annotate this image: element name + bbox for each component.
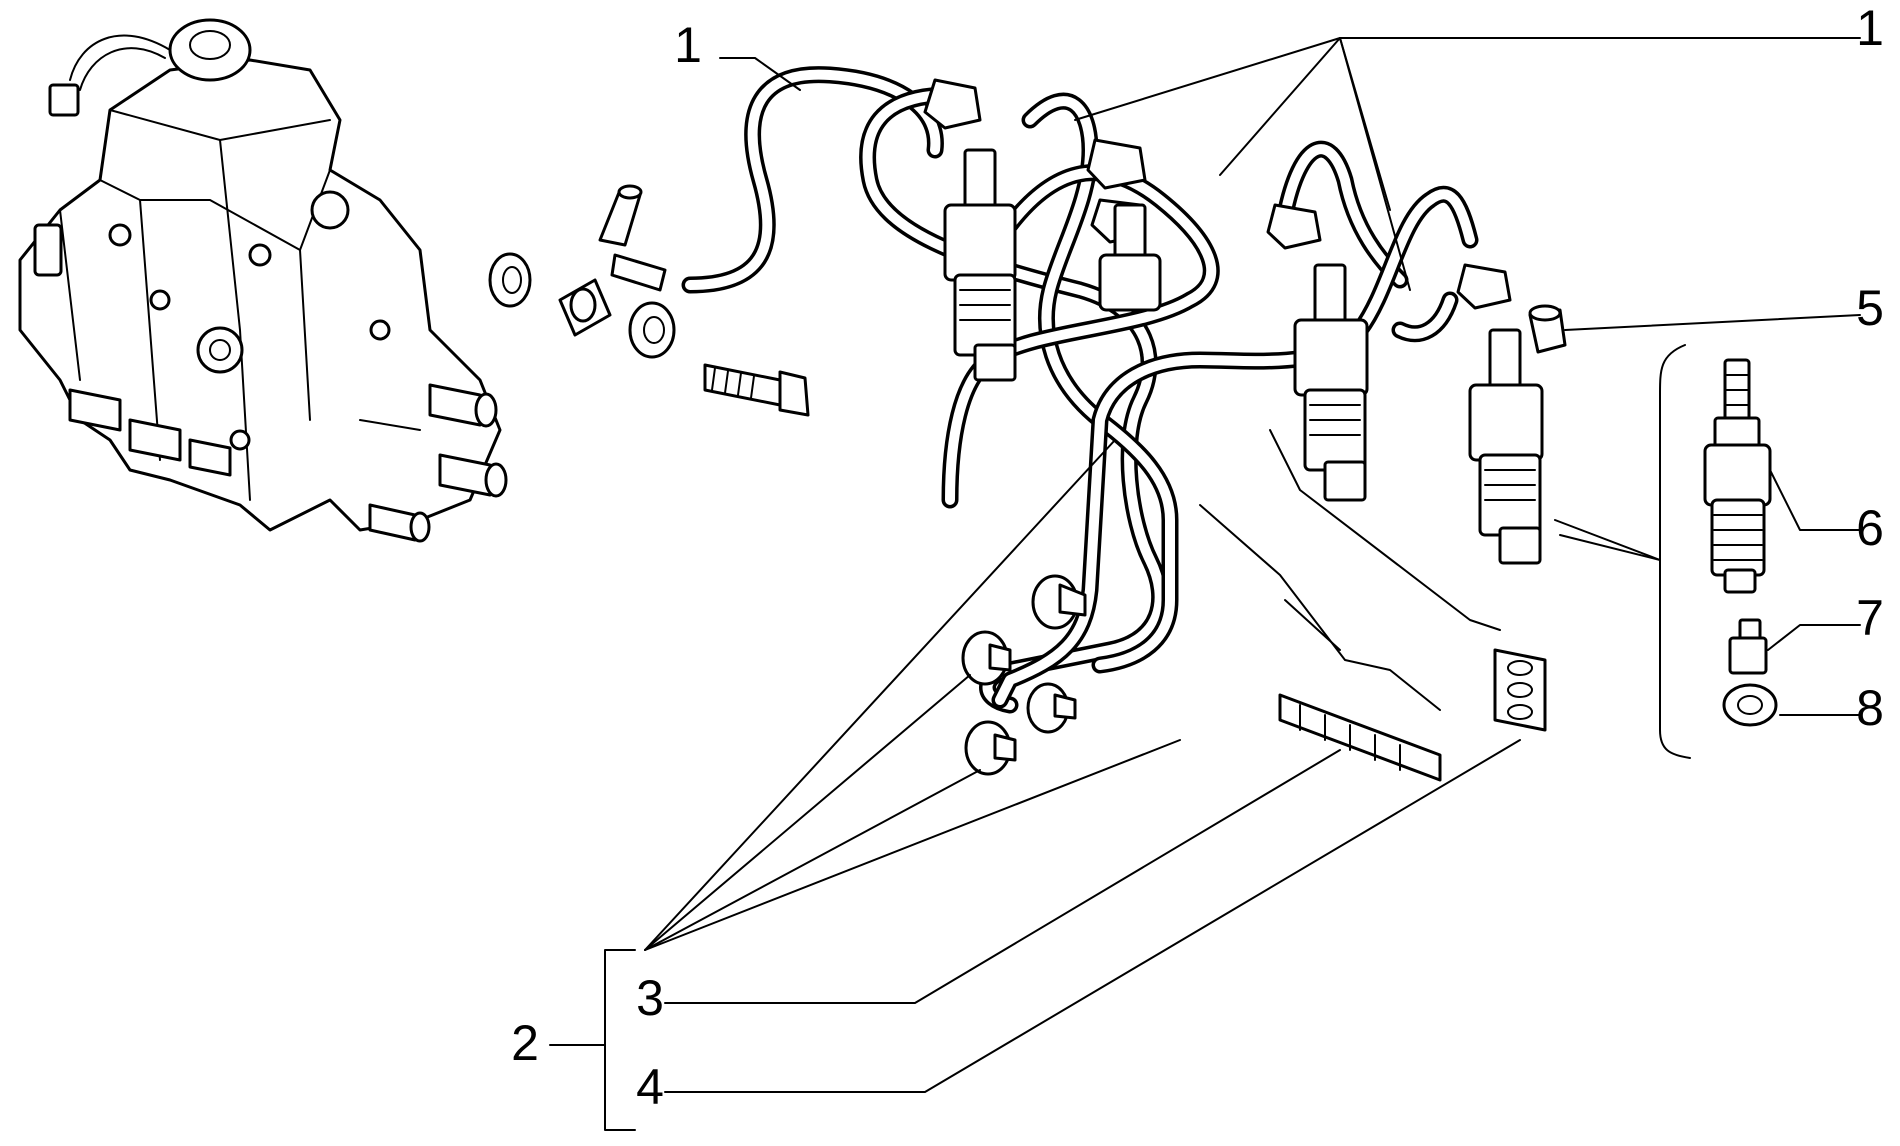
callout-7: 7 [1856, 590, 1884, 646]
clamp-part-3 [1278, 693, 1442, 782]
banjo-fitting-parts [488, 184, 810, 417]
callout-1-right: 1 [1856, 0, 1884, 56]
injector-b [1098, 203, 1162, 312]
callout-5: 5 [1856, 280, 1884, 336]
injector-assembly [943, 148, 1544, 565]
callout-8: 8 [1856, 680, 1884, 736]
injector-d [1468, 328, 1544, 565]
leader-lines [549, 37, 1861, 1131]
callout-6: 6 [1856, 500, 1884, 556]
sleeve-part-5 [1528, 304, 1567, 354]
injector-a [943, 148, 1017, 382]
callout-4: 4 [636, 1059, 664, 1115]
callout-3: 3 [636, 970, 664, 1026]
callout-numbers: 1 1 5 6 7 8 2 3 4 [511, 0, 1884, 1115]
callout-1-left: 1 [674, 17, 702, 73]
callout-2: 2 [511, 1015, 539, 1071]
clamp-part-4 [1493, 648, 1547, 732]
injector-c [1293, 263, 1369, 502]
injection-pump [18, 18, 508, 543]
detail-injector [1703, 358, 1778, 727]
